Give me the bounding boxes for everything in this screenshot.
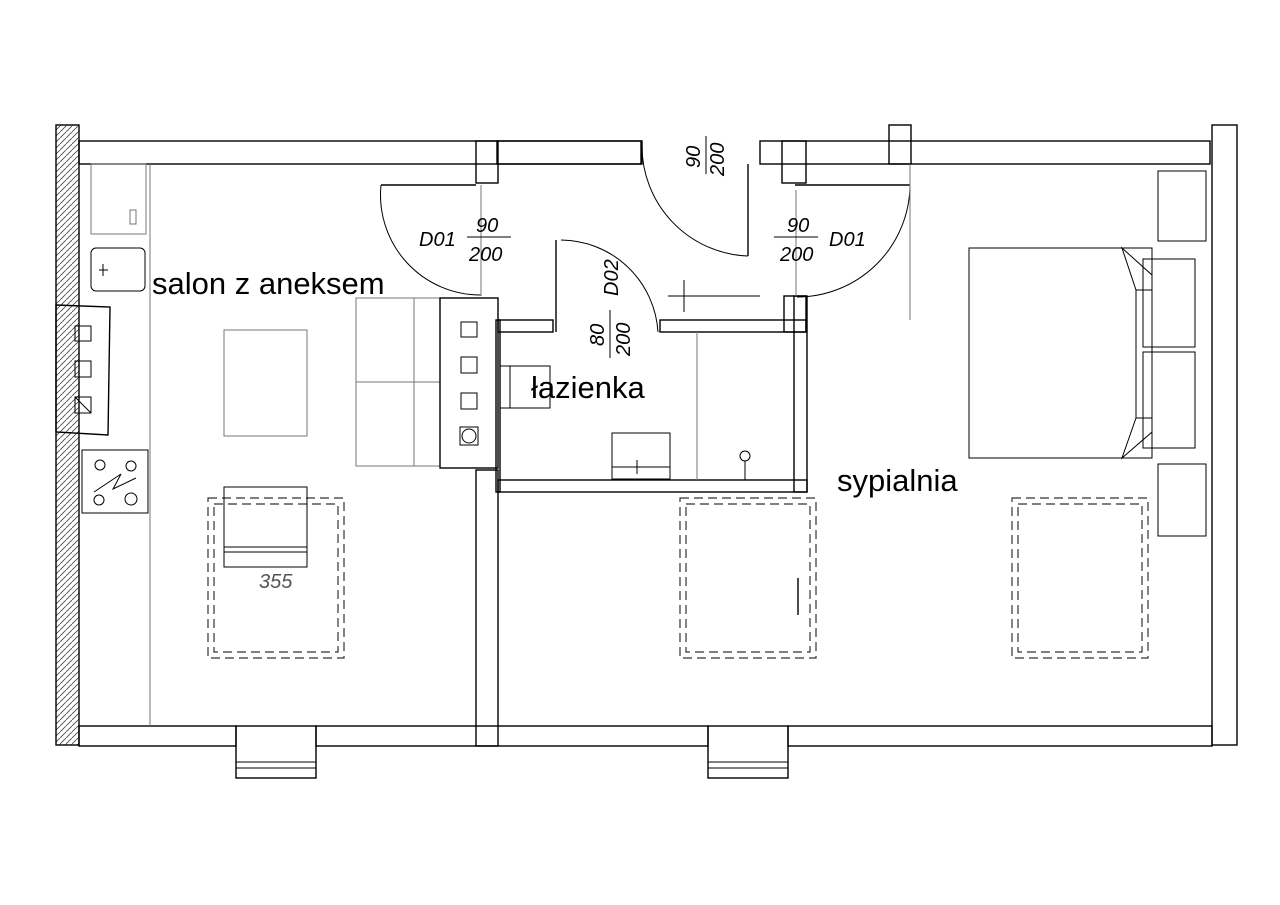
room-label-bedroom: sypialnia (837, 463, 958, 498)
interior-walls (475, 295, 808, 747)
door-code: D01 (419, 229, 456, 251)
door-height: 200 (779, 244, 813, 266)
door-label-d02-size: 80 200 (587, 310, 635, 358)
room-label-living: salon z aneksem (152, 266, 385, 301)
room-label-bathroom: łazienka (531, 370, 645, 405)
door-height: 200 (468, 244, 502, 266)
bed (968, 246, 1196, 460)
door-height: 200 (707, 143, 729, 177)
door-code: D02 (601, 259, 623, 296)
door-height: 200 (613, 323, 635, 357)
kitchen-counter (90, 163, 151, 726)
door-entrance (641, 144, 749, 257)
door-width: 80 (587, 324, 609, 346)
door-width: 90 (683, 146, 705, 168)
door-label-d01-right: 90 200 D01 (774, 215, 866, 266)
door-width: 90 (787, 215, 809, 237)
door-d01-left (380, 184, 482, 296)
window-right (707, 725, 789, 779)
exterior-walls (55, 124, 1238, 747)
rug-living (207, 486, 345, 659)
electrical-panel (55, 304, 111, 436)
bathroom-fixtures (499, 332, 751, 480)
dimension-label: 355 (259, 571, 293, 593)
rug-bedroom-right (1011, 497, 1149, 659)
door-label-d01-left: D01 90 200 (419, 215, 511, 266)
door-code: D01 (829, 229, 866, 251)
cabinet-column (439, 297, 499, 469)
rug-bedroom-center (679, 497, 817, 659)
door-d01-right (795, 164, 911, 320)
hall-cross (668, 280, 760, 312)
table (223, 329, 308, 437)
stove (81, 449, 149, 514)
nightstands (1157, 170, 1207, 537)
door-width: 90 (476, 215, 498, 237)
door-label-entrance: 90 200 (683, 136, 729, 177)
door-d02 (555, 239, 659, 333)
window-left (235, 725, 317, 779)
sofa (355, 297, 441, 467)
door-label-d02: D02 (601, 259, 623, 296)
